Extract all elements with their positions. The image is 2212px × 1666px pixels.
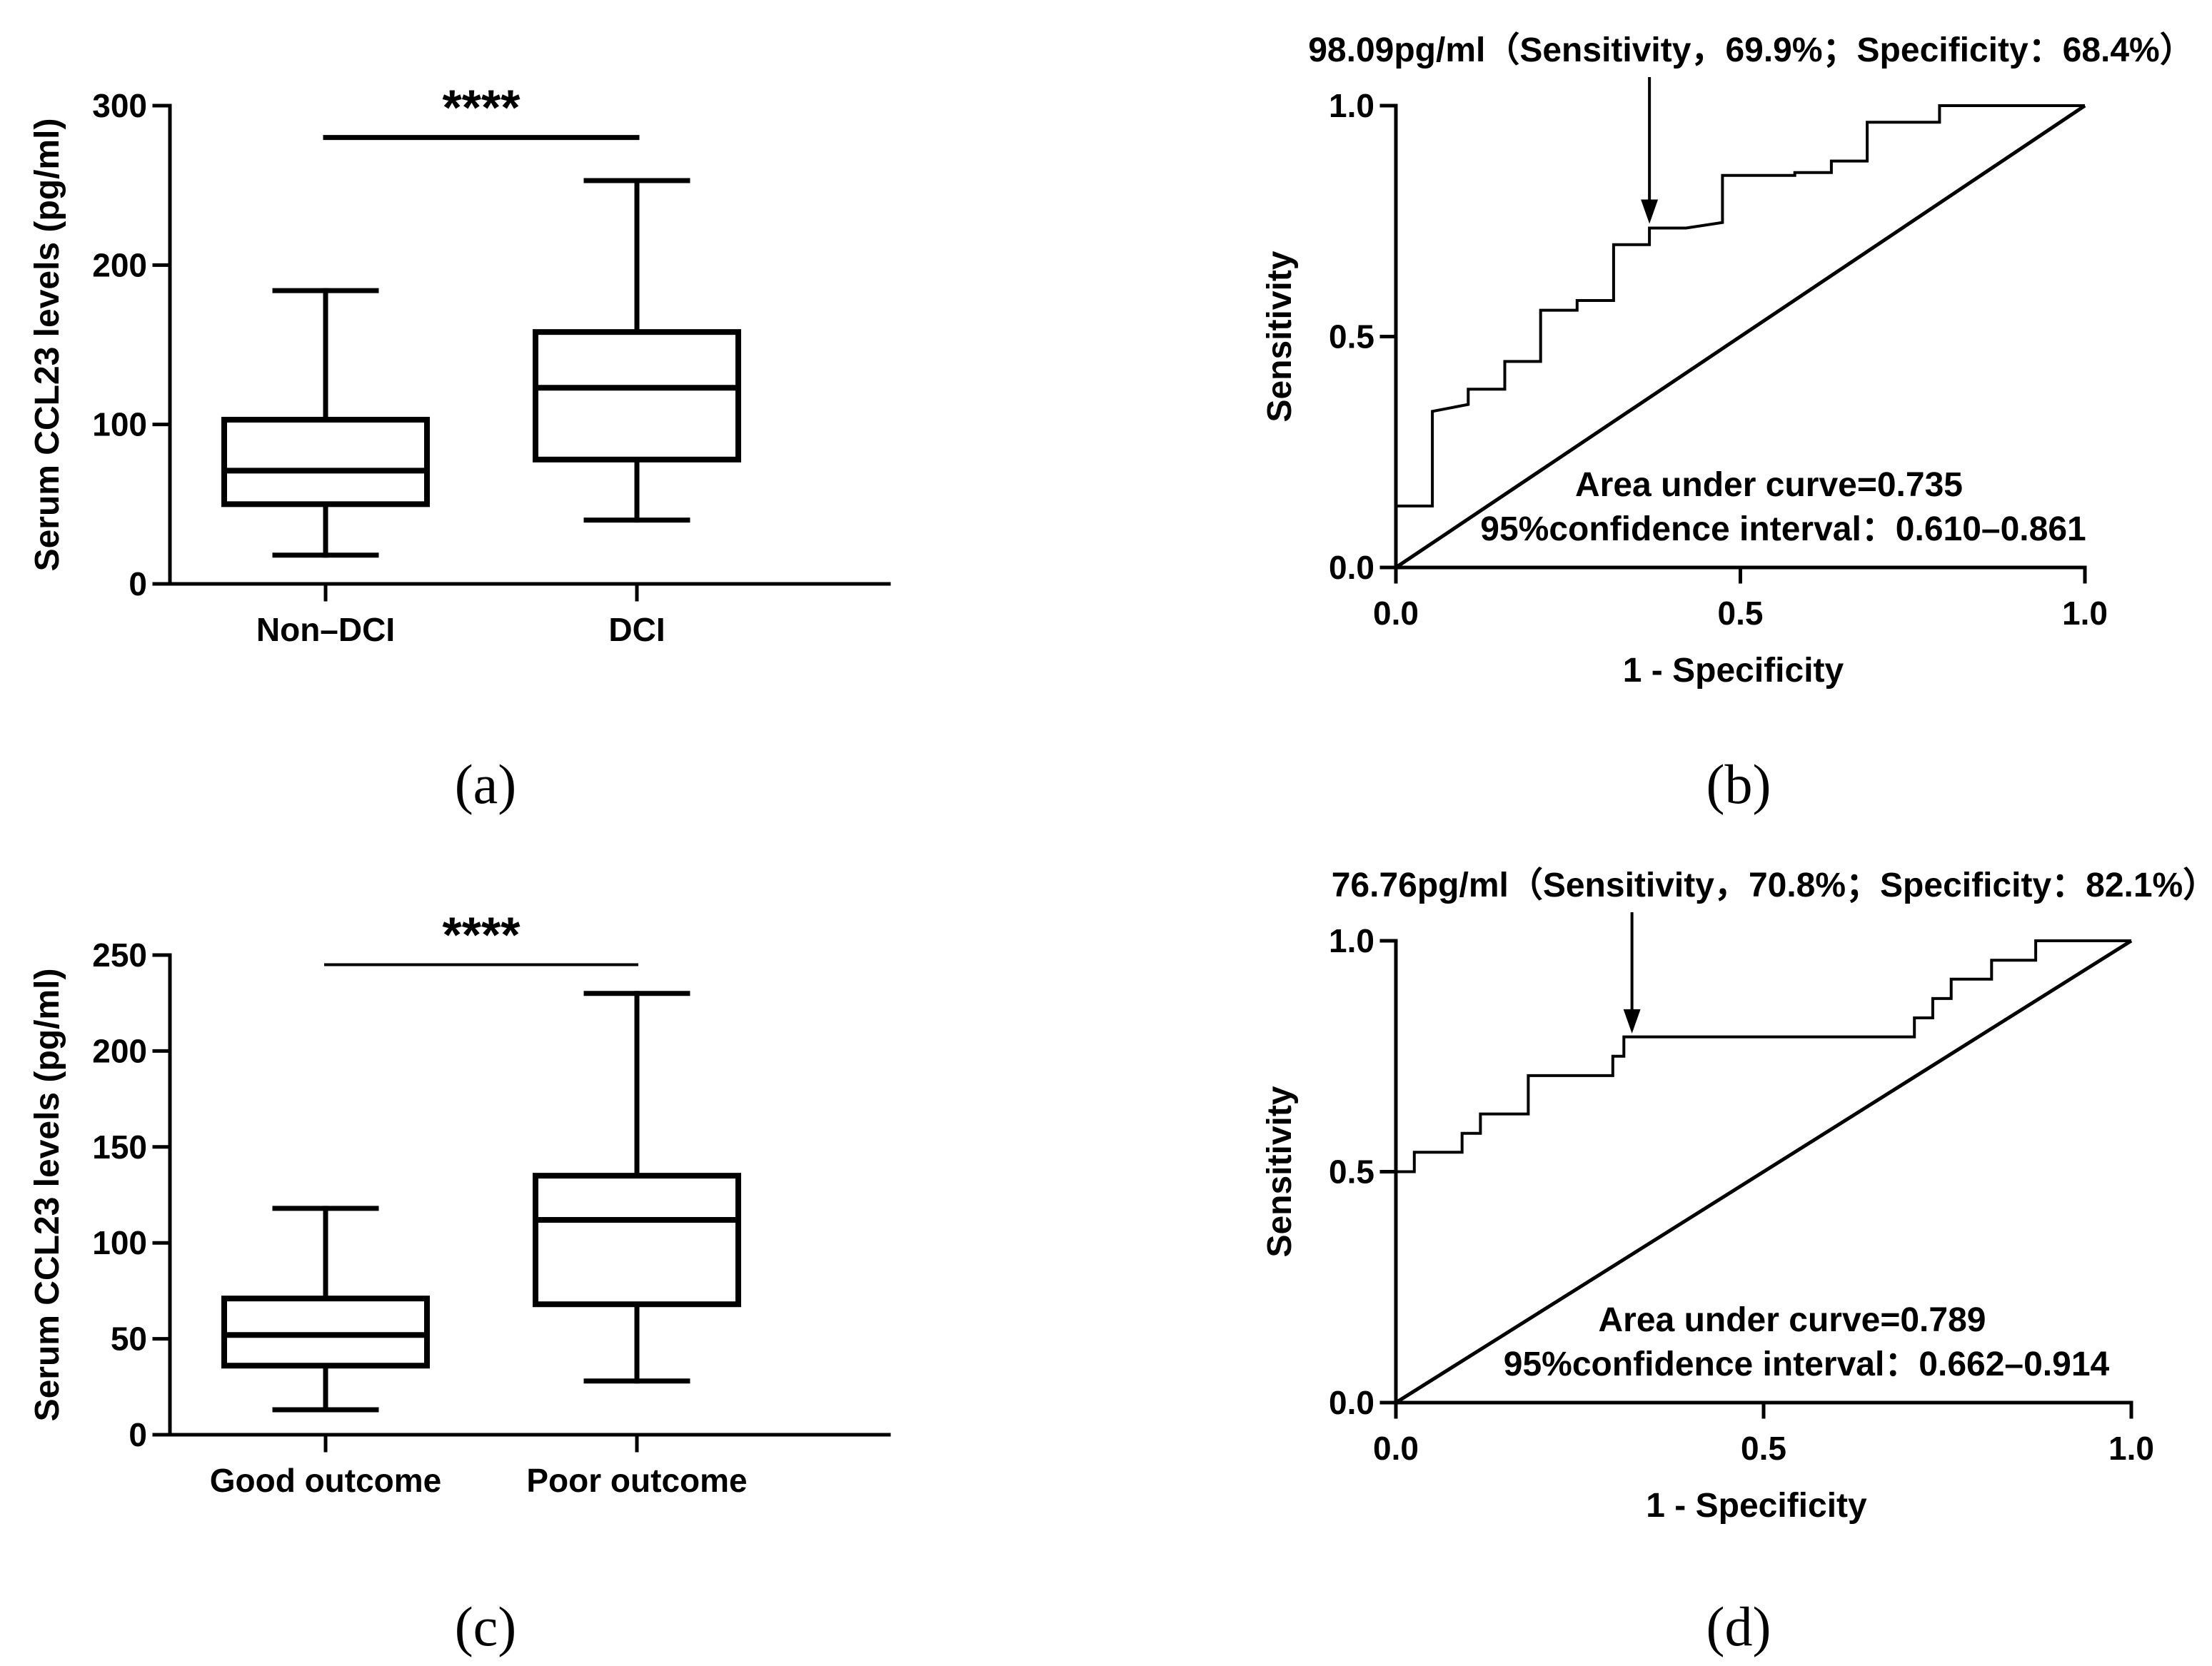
- reference-line: [1394, 104, 2086, 570]
- cutoff-annotation: 98.09pg/ml（Sensitivity，69.9%；Specificity…: [1308, 31, 2194, 69]
- x-tick-label: 0.5: [1718, 595, 1764, 632]
- ci-text: 95%confidence interval：0.662–0.914: [1504, 1346, 2110, 1383]
- panel-b: (b) 0.0 0.5 1.0 0.0 0.5 1.0 1 - Specificity Sens…: [1261, 31, 2194, 815]
- y-tick-label: 100: [92, 1224, 147, 1261]
- x-tick-label: Poor outcome: [526, 1462, 747, 1499]
- y-axis-label: Serum CCL23 levels (pg/ml): [29, 969, 66, 1422]
- x-tick-label: 0.0: [1373, 1430, 1419, 1467]
- y-tick-label: 0.0: [1329, 1384, 1374, 1421]
- y-tick-label: 300: [92, 87, 147, 124]
- panel-label: (c): [455, 1595, 517, 1657]
- x-tick-label: 1.0: [2062, 595, 2108, 632]
- y-tick-label: 100: [92, 406, 147, 443]
- x-tick-label: 1.0: [2108, 1430, 2154, 1467]
- cutoff-arrowhead: [1623, 1009, 1641, 1034]
- y-axis-label: Serum CCL23 levels (pg/ml): [29, 118, 66, 572]
- x-tick-label: 0.0: [1373, 595, 1419, 632]
- x-tick-label: DCI: [608, 611, 665, 648]
- ci-text: 95%confidence interval：0.610–0.861: [1480, 510, 2086, 548]
- y-tick-label: 200: [92, 1032, 147, 1069]
- x-axis-label: 1 - Specificity: [1646, 1487, 1867, 1525]
- y-tick-label: 0: [129, 1416, 147, 1453]
- y-tick-label: 150: [92, 1129, 147, 1166]
- x-tick-label: Good outcome: [210, 1462, 442, 1499]
- auc-text: Area under curve=0.735: [1575, 466, 1963, 504]
- y-tick-label: 0: [129, 565, 147, 602]
- y-tick-label: 250: [92, 937, 147, 974]
- box-1: [533, 178, 741, 523]
- roc-curve: [1394, 939, 2131, 1403]
- reference-line: [1394, 939, 2133, 1405]
- y-axis-label: Sensitivity: [1261, 251, 1299, 422]
- y-tick-label: 200: [92, 246, 147, 283]
- box-0: [221, 1206, 430, 1413]
- y-tick-label: 0.5: [1329, 1153, 1374, 1191]
- cutoff-annotation: 76.76pg/ml（Sensitivity，70.8%；Specificity…: [1332, 867, 2212, 904]
- box-iqr: [533, 1173, 741, 1308]
- panel-d: (d) 0.0 0.5 1.0 0.0 0.5 1.0 1 - Specificity Sens…: [1261, 867, 2212, 1657]
- y-tick-label: 0.5: [1329, 318, 1374, 355]
- x-tick-label: Non–DCI: [256, 611, 395, 648]
- cutoff-arrowhead: [1641, 199, 1659, 224]
- significance-stars: ****: [443, 80, 521, 136]
- box-1: [533, 991, 741, 1384]
- auc-text: Area under curve=0.789: [1599, 1301, 1986, 1339]
- y-tick-label: 1.0: [1329, 87, 1374, 124]
- y-tick-label: 1.0: [1329, 922, 1374, 959]
- y-tick-label: 0.0: [1329, 549, 1374, 586]
- box-iqr: [533, 329, 741, 463]
- box-0: [221, 288, 430, 558]
- panel-label: (a): [455, 753, 517, 815]
- y-tick-label: 50: [111, 1321, 147, 1358]
- y-axis-label: Sensitivity: [1261, 1086, 1299, 1257]
- significance-stars: ****: [443, 907, 521, 962]
- box-iqr: [221, 1296, 430, 1369]
- panel-label: (d): [1706, 1595, 1771, 1657]
- x-axis-label: 1 - Specificity: [1623, 652, 1844, 690]
- box-iqr: [221, 416, 430, 508]
- panel-label: (b): [1706, 753, 1771, 815]
- x-tick-label: 0.5: [1741, 1430, 1786, 1467]
- roc-curve: [1394, 104, 2085, 567]
